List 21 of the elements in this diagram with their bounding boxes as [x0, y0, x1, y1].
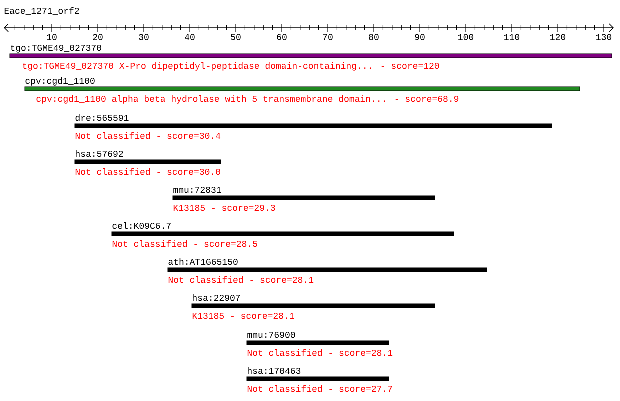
gene-label: cpv:cgd1_1100 [26, 77, 95, 86]
score-label: Not classified - score=27.7 [248, 385, 392, 392]
gene-label: dre:565591 [76, 114, 129, 122]
score-label: Not classified - score=30.4 [76, 132, 221, 140]
score-label: K13185 - score=29.3 [174, 204, 276, 212]
gene-label: cel:K09C6.7 [112, 222, 171, 230]
score-label: K13185 - score=28.1 [192, 312, 294, 320]
gene-label: mmu:72831 [174, 186, 222, 194]
score-label: Not classified - score=28.1 [168, 276, 314, 284]
gene-label: hsa:57692 [76, 150, 124, 158]
gene-label: mmu:76900 [248, 332, 296, 338]
score-label: tgo:TGME49_027370 X-Pro dipeptidyl-peptidase domain-containing... - score=120 [23, 62, 440, 71]
score-label: Not classified - score=28.1 [248, 349, 393, 356]
score-label: cpv:cgd1_1100 alpha beta hydrolase with 5 transmembrane domain... - score=68.9 [36, 95, 459, 104]
gene-label: ath:AT1G65150 [168, 258, 238, 266]
score-label: Not classified - score=28.5 [112, 240, 258, 248]
title: Eace_1271_orf2 [4, 7, 80, 15]
gene-label: tgo:TGME49_027370 [11, 44, 102, 53]
gene-label: hsa:22907 [193, 294, 240, 302]
score-label: Not classified - score=30.0 [76, 168, 220, 176]
gene-label: hsa:170463 [248, 367, 301, 374]
